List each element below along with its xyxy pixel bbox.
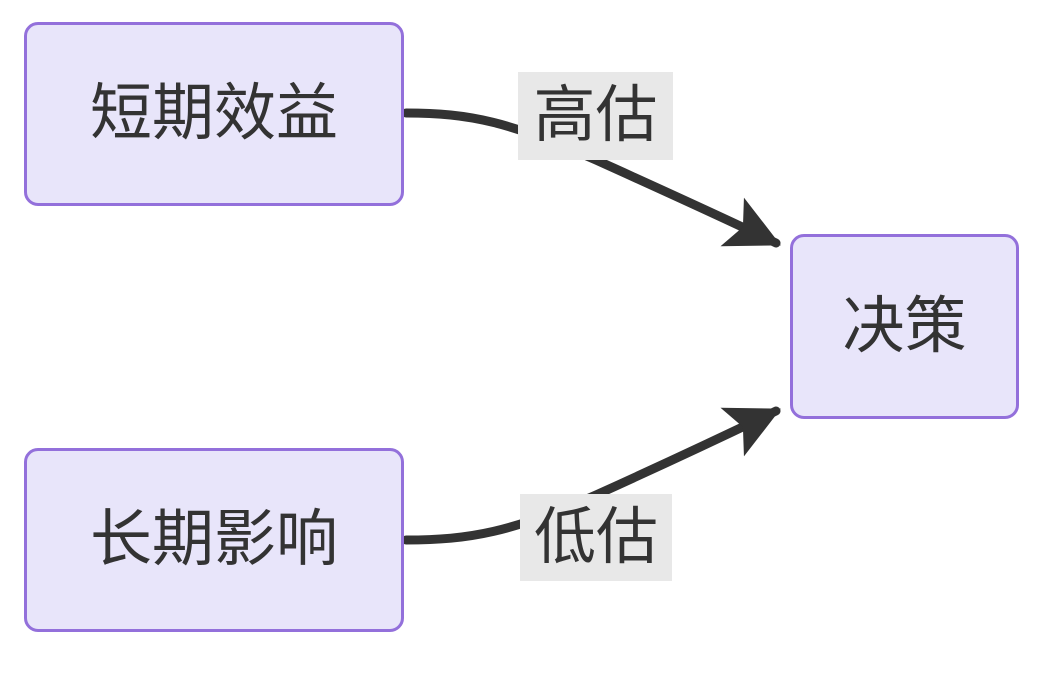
edge-short-term-to-decision — [401, 108, 781, 248]
node-short-term[interactable]: 短期效益 — [24, 22, 404, 206]
edge-label-underestimate: 低估 — [520, 494, 672, 581]
node-short-term-label: 短期效益 — [89, 79, 338, 148]
node-long-term-label: 长期影响 — [89, 505, 338, 574]
node-long-term[interactable]: 长期影响 — [24, 448, 404, 632]
edge-label-overestimate: 高估 — [518, 72, 673, 160]
node-decision[interactable]: 决策 — [790, 234, 1019, 419]
node-decision-label: 决策 — [842, 291, 967, 361]
